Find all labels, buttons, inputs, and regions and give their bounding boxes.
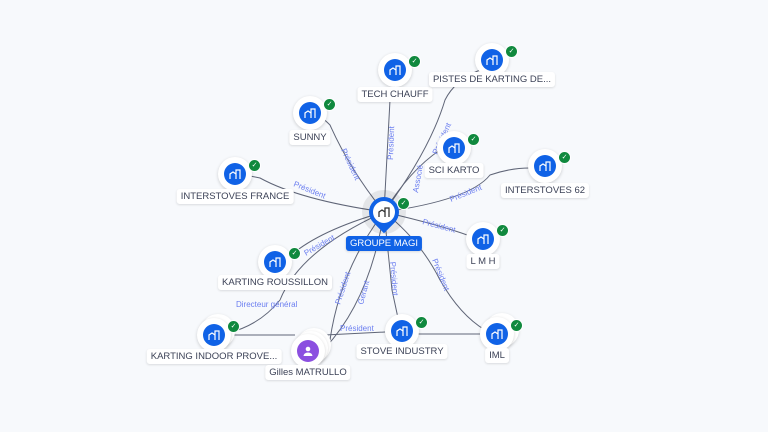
building-icon [203, 324, 225, 346]
building-icon [481, 49, 503, 71]
building-icon [264, 251, 286, 273]
node-label: L M H [466, 254, 500, 269]
edge-label-sunny: Président [339, 147, 362, 182]
edge-label-gilles: Président [333, 270, 352, 306]
building-icon [443, 137, 465, 159]
building-icon [224, 163, 246, 185]
node-label: KARTING ROUSSILLON [218, 275, 332, 290]
edge-gilles [329, 211, 385, 341]
node-label: IML [485, 348, 509, 363]
verified-icon: ✓ [408, 55, 421, 68]
node-label: SCI KARTO [424, 163, 484, 178]
building-icon [299, 102, 321, 124]
node-label: GROUPE MAGI [345, 236, 423, 251]
building-icon [373, 201, 395, 223]
node-label: SUNNY [289, 130, 331, 145]
building-icon [486, 323, 508, 345]
edge-iml [383, 211, 486, 331]
node-label: PISTES DE KARTING DE... [428, 72, 556, 87]
edge-label-interstoves-62: Président [448, 183, 483, 204]
edge-interstoves-france [249, 175, 385, 213]
verified-icon: ✓ [248, 159, 261, 172]
verified-icon: ✓ [227, 320, 240, 333]
edge-label-stove: Président [388, 261, 400, 296]
verified-icon: ✓ [505, 45, 518, 58]
verified-icon: ✓ [397, 197, 410, 210]
verified-icon: ✓ [496, 224, 509, 237]
verified-icon: ✓ [510, 319, 523, 332]
node-label: KARTING INDOOR PROVE... [146, 349, 282, 364]
edge-gilles-2 [324, 211, 385, 349]
verified-icon: ✓ [467, 133, 480, 146]
edge-label-gilles-2: Gérant [356, 279, 371, 306]
node-label: TECH CHAUFF [357, 87, 433, 102]
node-label: Gilles MATRULLO [265, 365, 351, 380]
node-label: INTERSTOVES 62 [500, 183, 590, 198]
node-label: STOVE INDUSTRY [356, 344, 448, 359]
edge-karting-indoor [227, 211, 385, 334]
edge-label-lmh: Président [421, 217, 457, 235]
verified-icon: ✓ [415, 316, 428, 329]
edge-label-karting-indoor: Directeur général [236, 300, 298, 309]
verified-icon: ✓ [288, 247, 301, 260]
building-icon [534, 155, 556, 177]
edge-interstoves-62 [383, 167, 531, 213]
building-icon [391, 320, 413, 342]
building-icon [384, 59, 406, 81]
edge-label-iml: Président [430, 257, 451, 292]
verified-icon: ✓ [558, 151, 571, 164]
building-icon [472, 228, 494, 250]
edge-stove-gilles [324, 331, 386, 336]
person-icon [297, 340, 319, 362]
edge-label-tech-chauff: Président [386, 125, 396, 160]
edge-label-stove-gilles: Président [340, 324, 375, 333]
node-label: INTERSTOVES FRANCE [176, 189, 294, 204]
verified-icon: ✓ [323, 98, 336, 111]
